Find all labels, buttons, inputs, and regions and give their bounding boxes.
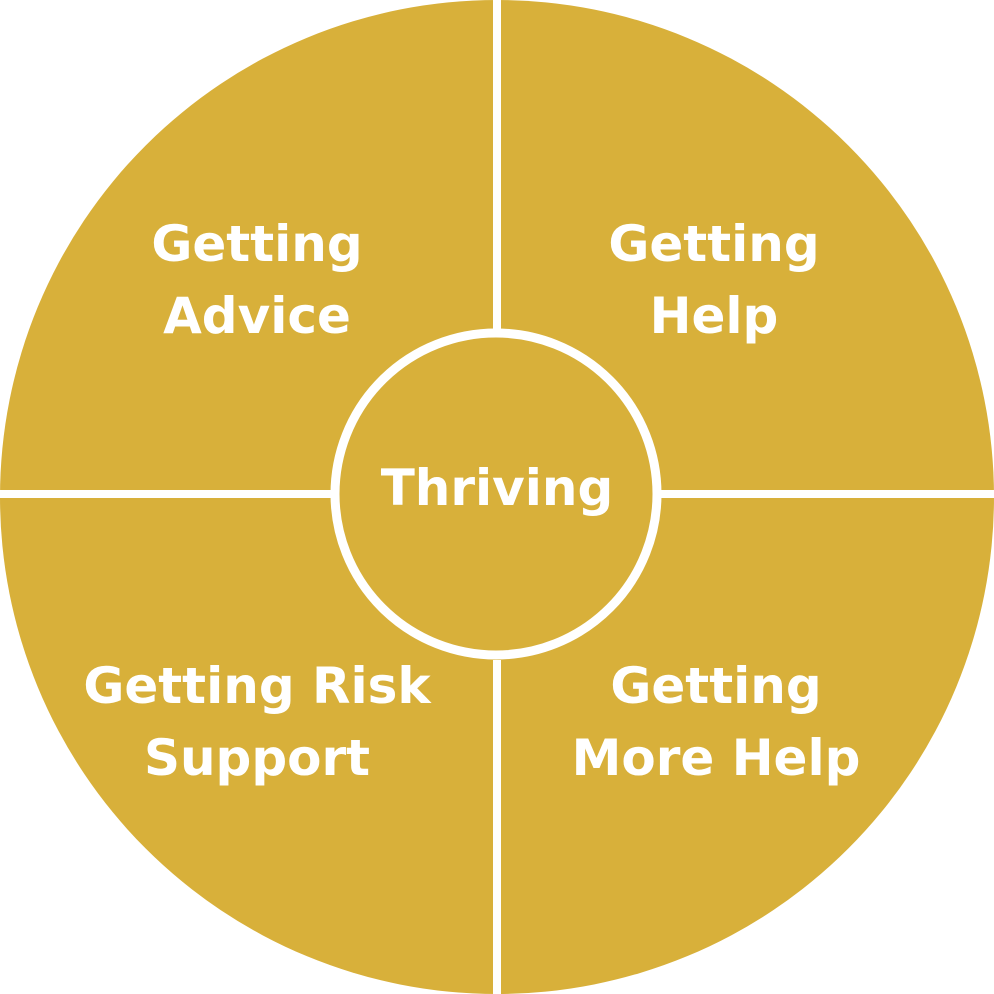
quadrant-getting-help: Getting Help <box>608 208 819 352</box>
quadrant-label-line: Getting <box>608 215 820 273</box>
quadrant-getting-advice: Getting Advice <box>151 208 362 352</box>
quadrant-label-line: Advice <box>163 287 351 345</box>
center-circle <box>330 328 662 660</box>
quadrant-label-line: More Help <box>571 729 861 787</box>
quadrant-label-line: Getting Risk <box>83 657 431 715</box>
quadrant-label-line: Getting <box>610 657 822 715</box>
quadrant-label-line: Getting <box>151 215 363 273</box>
center-label-thriving: Thriving <box>381 452 614 524</box>
center-label: Thriving <box>380 459 614 517</box>
quadrant-getting-risk-support: Getting Risk Support <box>83 650 430 794</box>
quadrant-getting-more-help: Getting More Help <box>572 650 861 794</box>
quadrant-label-line: Support <box>143 729 371 787</box>
quadrant-label-line: Help <box>649 287 779 345</box>
